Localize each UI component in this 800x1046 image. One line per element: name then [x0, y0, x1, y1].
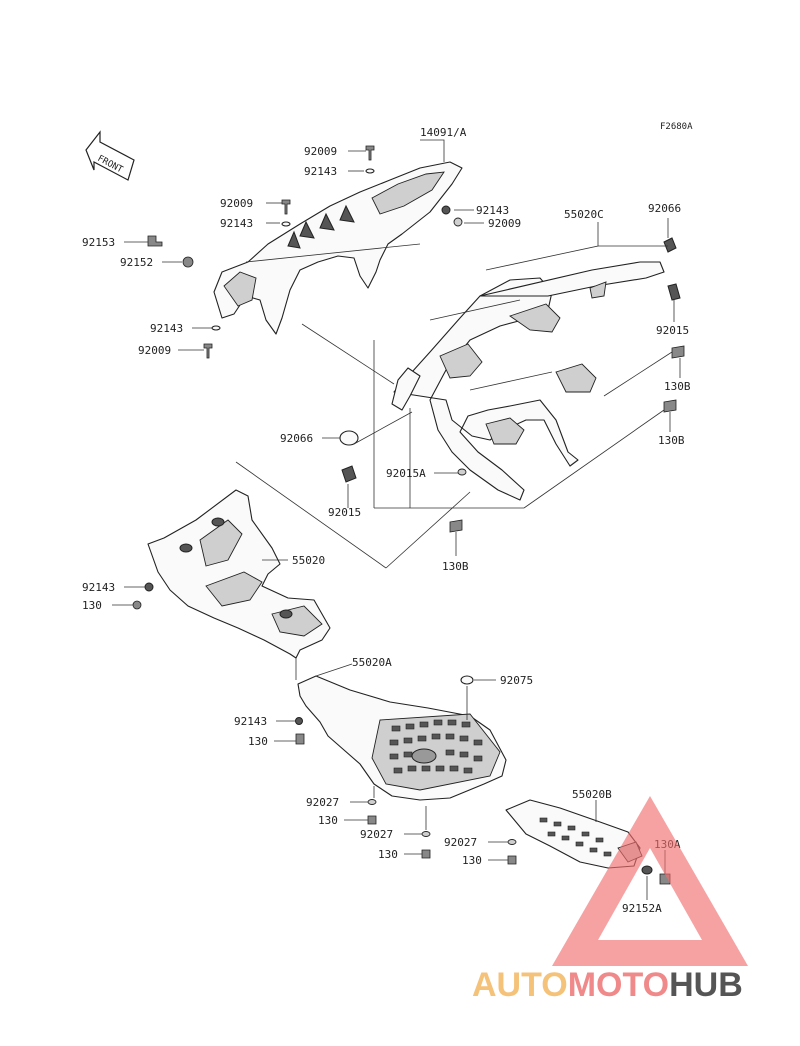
watermark-text-auto: AUTO — [472, 966, 568, 1004]
label-92009: 92009 — [220, 197, 253, 210]
label-92027: 92027 — [444, 836, 477, 849]
guard-55020 — [147, 489, 331, 659]
label-130: 130 — [82, 599, 102, 612]
front-arrow-icon: FRONT — [85, 130, 135, 181]
watermark-text-hub: HUB — [669, 966, 743, 1004]
label-92009: 92009 — [488, 217, 521, 230]
label-92143: 92143 — [220, 217, 253, 230]
label-92075: 92075 — [500, 674, 533, 687]
reference-code: F2680A — [660, 122, 693, 132]
label-130b: 130B — [658, 434, 685, 447]
leader-lines — [112, 139, 681, 900]
watermark-text: AUTOMOTOHUB — [472, 966, 743, 1004]
label-92143: 92143 — [150, 322, 183, 335]
label-92027: 92027 — [360, 828, 393, 841]
label-92015a: 92015A — [386, 467, 426, 480]
label-92152: 92152 — [120, 256, 153, 269]
label-92153: 92153 — [82, 236, 115, 249]
label-92066: 92066 — [648, 202, 681, 215]
watermark-text-moto: MOTO — [568, 966, 669, 1004]
label-92009: 92009 — [304, 145, 337, 158]
label-14091a: 14091/A — [420, 126, 467, 139]
label-92015: 92015 — [656, 324, 689, 337]
hardware-parts — [132, 145, 685, 885]
label-92027: 92027 — [306, 796, 339, 809]
skid-plate-55020a — [297, 675, 507, 801]
label-55020b: 55020B — [572, 788, 612, 801]
label-92066: 92066 — [280, 432, 313, 445]
label-55020a: 55020A — [352, 656, 392, 669]
frame-55020c — [391, 261, 665, 501]
watermark-triangle-icon — [552, 796, 748, 966]
label-55020: 55020 — [292, 554, 325, 567]
label-130b: 130B — [664, 380, 691, 393]
label-130: 130 — [378, 848, 398, 861]
label-92015: 92015 — [328, 506, 361, 519]
guard-14091a — [213, 161, 463, 335]
label-92143: 92143 — [304, 165, 337, 178]
label-92152a: 92152A — [622, 902, 662, 915]
label-92143: 92143 — [234, 715, 267, 728]
label-130b: 130B — [442, 560, 469, 573]
label-92143: 92143 — [82, 581, 115, 594]
label-130: 130 — [318, 814, 338, 827]
label-130: 130 — [248, 735, 268, 748]
label-92009: 92009 — [138, 344, 171, 357]
label-130: 130 — [462, 854, 482, 867]
label-92143: 92143 — [476, 204, 509, 217]
label-55020c: 55020C — [564, 208, 604, 221]
watermark-logo — [552, 796, 748, 966]
